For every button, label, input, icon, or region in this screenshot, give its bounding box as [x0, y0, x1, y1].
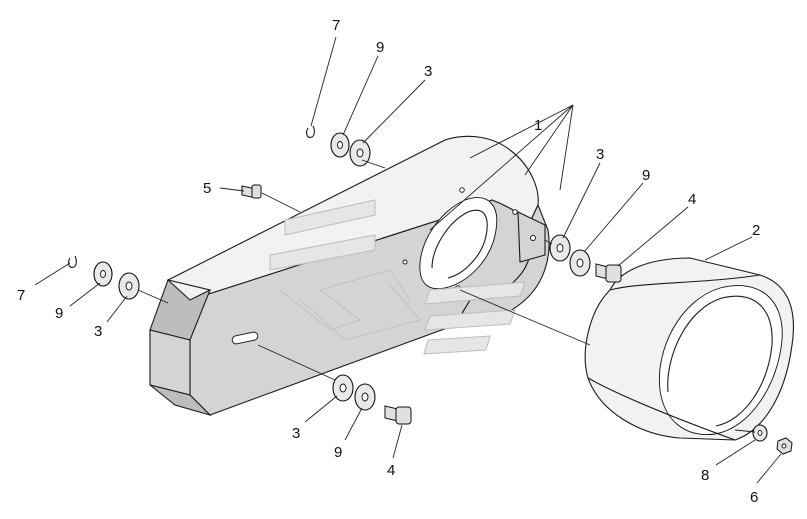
leader-3-top-to-cover [361, 159, 386, 169]
cover-left-face [149, 329, 191, 396]
callout-3-top: 3 [424, 63, 432, 80]
watermark-bar-1 [284, 199, 376, 236]
bolt-4-bottom-head [395, 406, 412, 425]
leader-9-bottom [344, 407, 363, 441]
leader-cover-to-ring [459, 289, 591, 346]
bolt-4-right-head [605, 264, 622, 283]
fasteners [68, 125, 793, 455]
cover-opening-inner-edge [431, 209, 488, 279]
callout-1: 1 [534, 117, 542, 134]
ring-inner-opening [658, 285, 783, 435]
leader-3-bottom [304, 395, 338, 423]
leader-5 [219, 187, 245, 192]
cover-tab-hole [530, 235, 536, 241]
callout-3-left: 3 [94, 323, 102, 340]
cover-hole-top [459, 187, 465, 193]
watermark-bar-2 [269, 234, 376, 271]
callout-9-top: 9 [376, 39, 384, 56]
clip-7-left [68, 255, 77, 268]
leader-tab-to-washer [544, 239, 553, 245]
leader-2 [704, 236, 753, 261]
background-watermark [269, 199, 526, 355]
callout-4-right: 4 [688, 191, 696, 208]
washer-9-right-hole [576, 258, 584, 268]
leader-6 [756, 453, 782, 484]
callout-9-bottom: 9 [334, 444, 342, 461]
leader-3-right [562, 162, 601, 239]
washer-3-bottom-hole [339, 383, 347, 393]
watermark-chevron-2 [299, 284, 421, 341]
watermark-chevron-1 [279, 269, 411, 331]
clip-7-top [306, 125, 315, 138]
leader-9-right [583, 182, 644, 253]
callout-2: 2 [752, 222, 760, 239]
washer-9-bottom-hole [361, 392, 369, 402]
cover-belt-opening [419, 197, 498, 290]
ring-inner-rim [667, 295, 773, 427]
cover-left-top [167, 279, 212, 301]
ring-bottom-line [587, 377, 736, 441]
callout-5: 5 [203, 180, 211, 197]
leader-1-a [469, 104, 574, 159]
callout-7-left: 7 [17, 287, 25, 304]
washer-3-top-hole [356, 148, 364, 158]
washer-3-left-hole [125, 281, 133, 291]
washers [93, 132, 768, 442]
leader-3-top [362, 79, 426, 144]
watermark-bar-4 [424, 309, 516, 331]
leader-3-left-to-cover [137, 289, 169, 304]
leader-9-top [342, 55, 379, 136]
callout-8: 8 [701, 467, 709, 484]
leader-7-top [310, 36, 337, 127]
callout-9-right: 9 [642, 167, 650, 184]
cover-bottom-edge [149, 384, 212, 417]
belt-guard-ring [584, 257, 794, 441]
leader-3-left [106, 295, 128, 323]
ring-band-line [609, 274, 761, 291]
leader-5-to-cover [261, 192, 301, 213]
leader-slot-to-washer [257, 344, 336, 381]
callout-9-left: 9 [55, 305, 63, 322]
washer-9-top-hole [337, 141, 343, 149]
leader-4-right [617, 206, 689, 267]
cover-hole-right [512, 209, 518, 215]
watermark-bar-5 [423, 335, 491, 355]
callout-7-top: 7 [332, 17, 340, 34]
leader-4-bottom [392, 424, 403, 459]
bolt-5-head [251, 184, 262, 199]
leader-1-d [429, 104, 574, 231]
callout-3-right: 3 [596, 146, 604, 163]
leader-1-c [559, 104, 574, 191]
nut-6-hole [781, 443, 787, 449]
leader-7-left [34, 262, 71, 286]
cover-slot [231, 331, 259, 345]
callout-4-bottom: 4 [387, 462, 395, 479]
washer-3-right-hole [556, 243, 564, 253]
leader-8 [715, 439, 756, 466]
cover-hole-mid [402, 259, 408, 265]
leader-ring-to-washer-8 [734, 429, 756, 433]
callout-labels: 7 9 3 1 5 3 9 4 2 7 9 3 3 9 4 8 6 [17, 17, 760, 506]
callout-3-bottom: 3 [292, 425, 300, 442]
washer-9-left-hole [100, 270, 106, 278]
leader-lines [34, 36, 782, 484]
washer-8-hole [757, 430, 763, 436]
watermark-bar-3 [424, 281, 526, 305]
leader-9-left [69, 282, 101, 307]
callout-6: 6 [750, 489, 758, 506]
leader-1-b [524, 104, 574, 176]
